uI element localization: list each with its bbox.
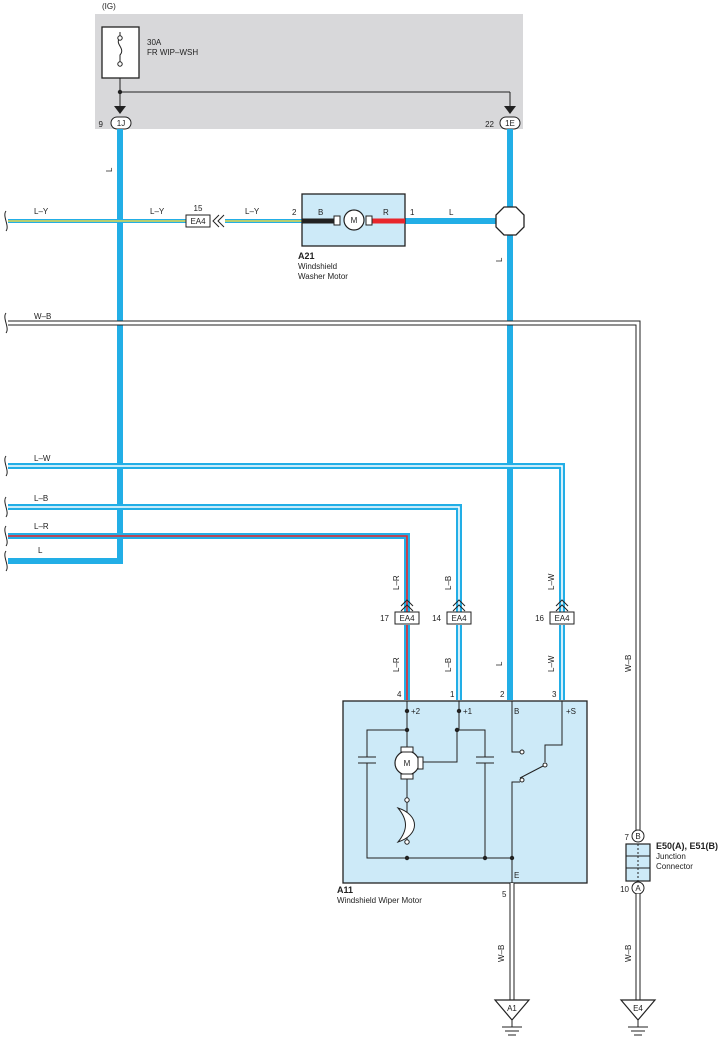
wire-label-l-washer: L — [449, 208, 454, 217]
wiper-term-p2: +2 — [411, 707, 421, 716]
wiper-pin-4: 4 — [397, 690, 402, 699]
wiper-pin-5: 5 — [502, 890, 507, 899]
wire-label-l-v3: L — [495, 661, 504, 666]
fuse-name: FR WIP–WSH — [147, 48, 198, 57]
wiper-term-e: E — [514, 871, 519, 880]
connector-1e-pin: 22 — [485, 120, 494, 129]
ground-a1: A1 — [493, 999, 531, 1036]
connector-ea4-16-pin: 16 — [535, 614, 544, 623]
splice-point — [495, 206, 525, 236]
connector-ea4-17-pin: 17 — [380, 614, 389, 623]
wire-l-left — [8, 129, 123, 564]
svg-text:EA4: EA4 — [190, 217, 206, 226]
washer-term-r: R — [383, 208, 389, 217]
wire-label-lw-up: L–W — [547, 573, 556, 590]
wire-label-l-v1: L — [105, 167, 114, 172]
svg-text:E4: E4 — [633, 1004, 643, 1013]
wire-label-lw-left: L–W — [34, 454, 51, 463]
wire-label-wb-g2: W–B — [624, 945, 633, 962]
wiper-pin-2: 2 — [500, 690, 505, 699]
junction-pin-bottom: 10 — [620, 885, 629, 894]
wire-label-lb-left: L–B — [34, 494, 48, 503]
svg-text:EA4: EA4 — [399, 614, 415, 623]
wire-label-l-v2: L — [495, 257, 504, 262]
wiper-pin-1: 1 — [450, 690, 455, 699]
washer-code: A21 — [298, 251, 315, 261]
connector-ea4-15: EA4 — [185, 214, 225, 228]
connector-ea4-15-pin: 15 — [194, 204, 203, 213]
washer-pin-2: 2 — [292, 208, 297, 217]
wire-w-b-top — [8, 320, 641, 830]
junction-name-2: Connector — [656, 862, 693, 871]
wire-label-lb-up: L–B — [444, 576, 453, 590]
wire-break-marks — [4, 210, 8, 572]
wire-label-l-left: L — [38, 546, 43, 555]
ground-e4: E4 — [619, 999, 657, 1036]
washer-name-2: Washer Motor — [298, 272, 348, 281]
connector-ea4-14-pin: 14 — [432, 614, 441, 623]
wire-label-ly-1: L–Y — [34, 207, 49, 216]
svg-text:1J: 1J — [117, 119, 125, 128]
svg-text:EA4: EA4 — [554, 614, 570, 623]
junction-connector: B A — [625, 829, 651, 895]
relay-block — [95, 14, 523, 129]
fuse-symbol — [101, 26, 140, 79]
wiper-term-b: B — [514, 707, 519, 716]
washer-motor-symbol — [343, 209, 365, 231]
wiper-name: Windshield Wiper Motor — [337, 896, 422, 905]
wire-label-lw-dn: L–W — [547, 655, 556, 672]
wiper-term-s: +S — [566, 707, 576, 716]
wire-label-wb-right: W–B — [624, 655, 633, 672]
svg-text:B: B — [635, 832, 640, 841]
wiper-motor-box — [342, 700, 588, 884]
wire-label-lr-left: L–R — [34, 522, 49, 531]
washer-term-b: B — [318, 208, 323, 217]
wire-l-b — [8, 504, 462, 700]
wire-l-r — [8, 533, 410, 700]
wire-label-wb-top: W–B — [34, 312, 51, 321]
wire-label-ly-3: L–Y — [245, 207, 260, 216]
wire-label-lr-up: L–R — [392, 575, 401, 590]
wire-label-ly-2: L–Y — [150, 207, 165, 216]
svg-text:M: M — [404, 759, 411, 768]
connector-1j-pin: 9 — [99, 120, 104, 129]
washer-name-1: Windshield — [298, 262, 337, 271]
svg-text:EA4: EA4 — [451, 614, 467, 623]
wire-l-w — [8, 463, 565, 700]
wire-label-lr-dn: L–R — [392, 657, 401, 672]
connector-ea4-16: EA4 — [549, 599, 575, 625]
wiper-code: A11 — [337, 885, 353, 895]
svg-text:M: M — [351, 216, 358, 225]
connector-ea4-17: EA4 — [394, 599, 420, 625]
wiper-internal-circuit — [358, 701, 563, 883]
wire-label-lb-dn: L–B — [444, 658, 453, 672]
connector-1e: 1E — [499, 116, 521, 130]
svg-text:A: A — [635, 884, 641, 893]
fuse-rating: 30A — [147, 38, 162, 47]
svg-text:1E: 1E — [505, 119, 515, 128]
svg-text:A1: A1 — [507, 1004, 517, 1013]
wiper-pin-3: 3 — [552, 690, 557, 699]
junction-pin-top: 7 — [625, 833, 630, 842]
connector-1j: 1J — [110, 116, 132, 130]
washer-pin-1: 1 — [410, 208, 415, 217]
connector-ea4-14: EA4 — [446, 599, 472, 625]
junction-name-1: Junction — [656, 852, 686, 861]
relay-block-header: (IG) — [102, 2, 116, 11]
wiper-term-p1: +1 — [463, 707, 473, 716]
junction-code: E50(A), E51(B) — [656, 841, 718, 851]
wire-label-wb-g1: W–B — [497, 945, 506, 962]
